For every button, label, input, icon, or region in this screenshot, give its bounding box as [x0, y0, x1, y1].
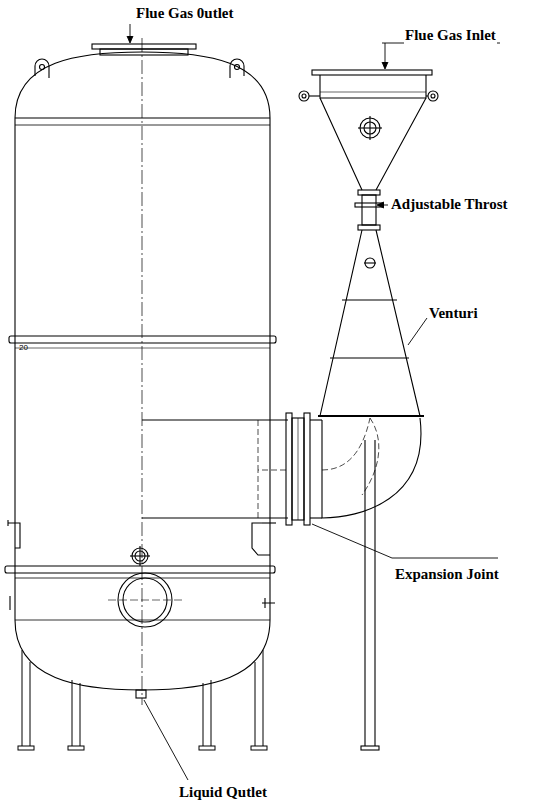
outlet-label: Liquid Qutlet [178, 784, 268, 801]
inlet-label: Flue Gas Inlet [404, 27, 497, 44]
outlet-label: Flue Gas 0utlet [135, 5, 235, 22]
venturi-label: Venturi [428, 305, 479, 322]
joint-label: Expansion Joint [394, 566, 500, 583]
throat-label: Adjustable Throst [390, 196, 509, 213]
callout-number: 20 [18, 344, 29, 353]
